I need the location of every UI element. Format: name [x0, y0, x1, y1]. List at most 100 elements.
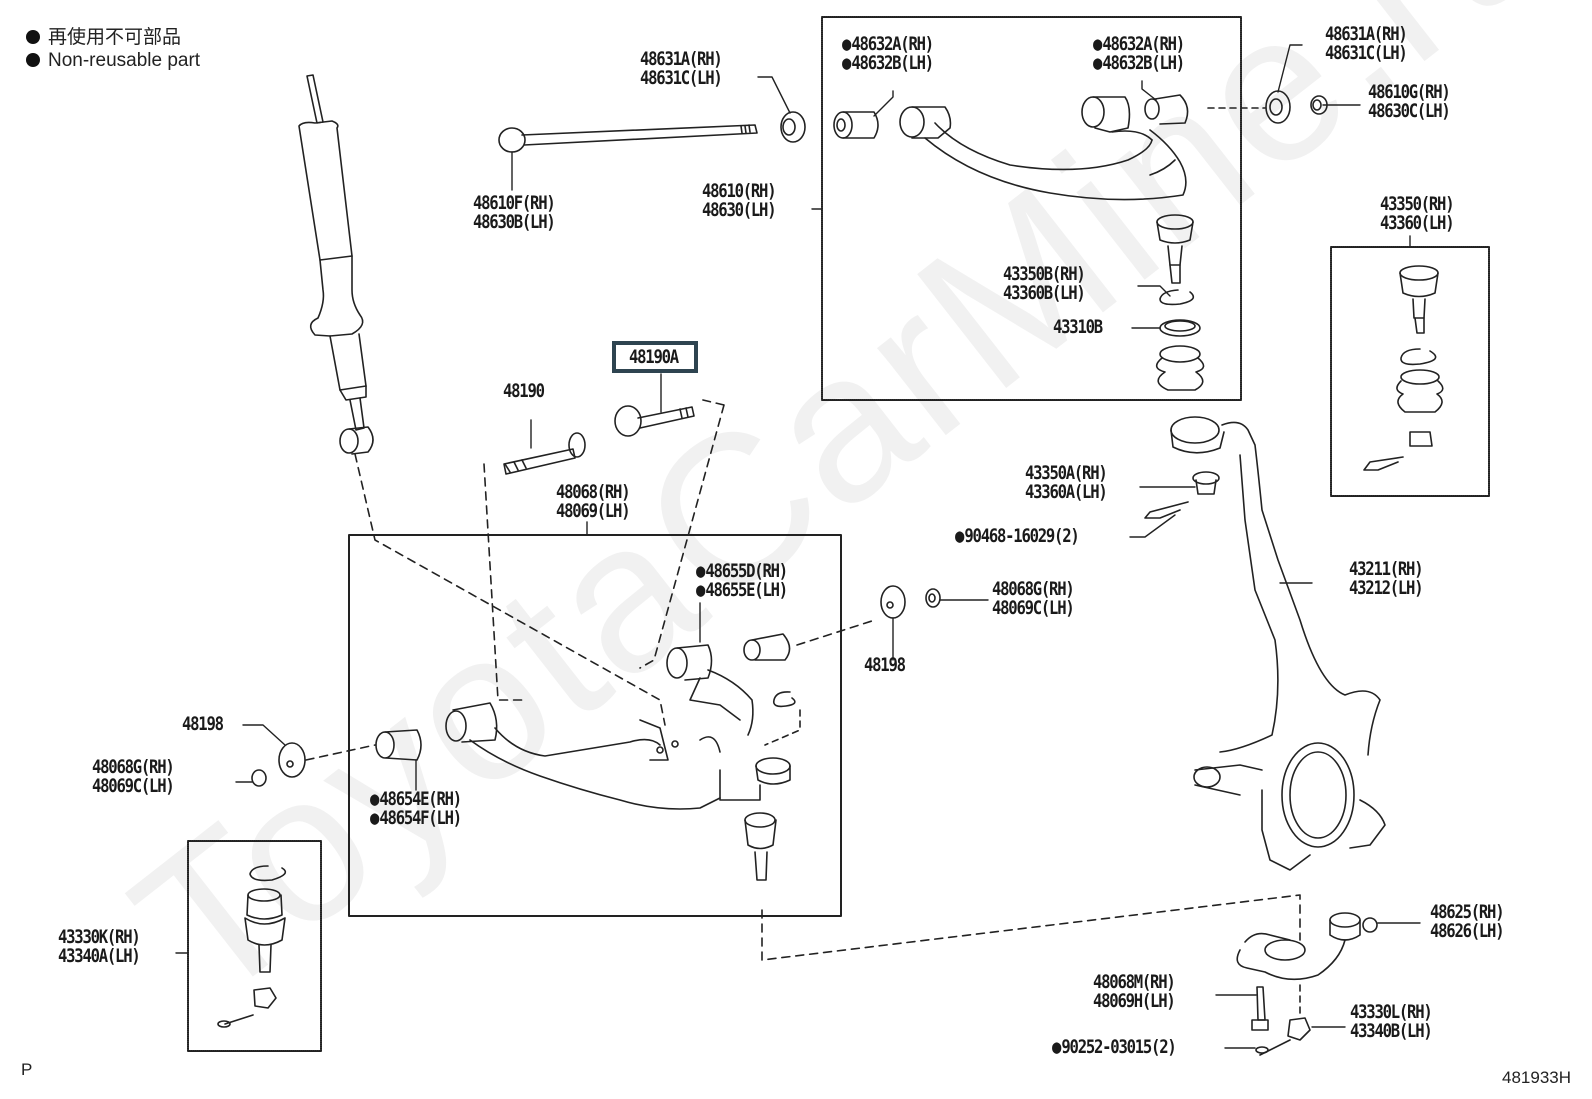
part-label-43350A[interactable]: 43350A(RH)43360A(LH)	[1025, 464, 1108, 503]
part-label-43211[interactable]: 43211(RH)43212(LH)	[1349, 560, 1424, 598]
bushing-48632-right[interactable]	[1144, 94, 1189, 125]
bolt-48190[interactable]	[503, 432, 586, 475]
part-label-43330L[interactable]: 43330L(RH)43340B(LH)	[1350, 1003, 1433, 1041]
part-number: 48610F(RH)	[473, 192, 556, 214]
part-number: 43330K(RH)	[58, 926, 141, 948]
dash-line	[354, 453, 666, 726]
part-label-48198-right[interactable]: 48198	[864, 654, 906, 676]
part-label-48610[interactable]: 48610(RH)48630(LH)	[702, 180, 777, 221]
part-label-48632-left[interactable]: 48632A(RH)48632B(LH)	[842, 35, 934, 73]
part-label-48610G[interactable]: 48610G(RH)48630C(LH)	[1368, 83, 1451, 122]
part-label-48068G-right[interactable]: 48068G(RH)48069C(LH)	[992, 580, 1075, 618]
part-number: 48631A(RH)	[1325, 23, 1408, 45]
part-label-48654[interactable]: 48654E(RH)48654F(LH)	[370, 790, 462, 828]
part-label-43350B[interactable]: 43350B(RH)43360B(LH)	[1003, 263, 1086, 304]
legend-item-en: Non-reusable part	[26, 49, 200, 72]
dash-line	[483, 463, 523, 701]
lower-ball-joint-kit[interactable]	[217, 865, 287, 1028]
dash-line	[761, 894, 1301, 961]
lower-control-arm[interactable]	[445, 644, 791, 810]
part-number: 48068(RH)	[556, 481, 631, 503]
part-number: 48632A(RH)	[842, 35, 934, 54]
nut-48068G-left[interactable]	[251, 769, 267, 787]
ring-43310B[interactable]	[1159, 319, 1201, 337]
part-number: 48630B(LH)	[473, 211, 556, 233]
legend: 再使用不可部品 Non-reusable part	[26, 26, 200, 72]
part-number: 48654F(LH)	[370, 809, 462, 828]
part-label-48190A[interactable]: 48190A	[629, 348, 679, 367]
part-label-43310B[interactable]: 43310B	[1053, 316, 1103, 338]
page-mark: P	[21, 1060, 33, 1079]
part-label-43330K[interactable]: 43330K(RH)43340A(LH)	[58, 926, 141, 967]
part-label-43350[interactable]: 43350(RH)43360(LH)	[1380, 195, 1455, 234]
part-number: 48632B(LH)	[1093, 54, 1185, 73]
part-number: 48610(RH)	[702, 180, 777, 202]
part-label-48190[interactable]: 48190	[503, 380, 545, 402]
dash-line	[764, 709, 801, 746]
part-label-48610F[interactable]: 48610F(RH)48630B(LH)	[473, 192, 556, 233]
ball-joint-kit[interactable]	[1363, 265, 1444, 471]
part-number: 48655E(LH)	[696, 581, 788, 600]
part-label-48068M[interactable]: 48068M(RH)48069H(LH)	[1093, 973, 1176, 1012]
part-number: 48069H(LH)	[1093, 990, 1176, 1012]
part-number: 43340A(LH)	[58, 945, 141, 967]
washer-48631-top[interactable]	[780, 111, 806, 143]
part-number: 43350B(RH)	[1003, 263, 1086, 285]
bolt-48610F[interactable]	[498, 124, 758, 153]
part-number: 48630C(LH)	[1368, 100, 1451, 122]
steering-knuckle[interactable]	[1170, 416, 1386, 871]
part-number: 48630(LH)	[702, 199, 777, 221]
upper-control-arm[interactable]	[899, 96, 1187, 201]
part-label-48655[interactable]: 48655D(RH)48655E(LH)	[696, 562, 788, 600]
part-number: 43360A(LH)	[1025, 481, 1108, 503]
part-number: 43360(LH)	[1380, 212, 1455, 234]
part-label-48068G-left[interactable]: 48068G(RH)48069C(LH)	[92, 758, 175, 796]
cam-48198-left[interactable]	[278, 742, 306, 778]
part-label-48631-top[interactable]: 48631A(RH)48631C(LH)	[640, 48, 723, 88]
snap-ring-43350B[interactable]	[1159, 289, 1195, 306]
dash-line	[796, 619, 876, 646]
bushing-48655[interactable]	[743, 633, 791, 661]
part-number: 48069(LH)	[556, 500, 631, 522]
washer-48631-right[interactable]	[1265, 90, 1291, 124]
part-label-90468[interactable]: 90468-16029(2)	[955, 527, 1079, 546]
part-number: 48198	[864, 654, 906, 676]
non-reusable-bullet-icon	[26, 30, 40, 44]
part-label-48631-right[interactable]: 48631A(RH)48631C(LH)	[1325, 23, 1408, 63]
ball-joint-lower[interactable]	[744, 812, 777, 881]
snap-ring-lower[interactable]	[772, 691, 796, 708]
part-number: 43310B	[1053, 316, 1103, 338]
part-label-90252[interactable]: 90252-03015(2)	[1052, 1038, 1176, 1057]
lower-arm-box	[348, 534, 842, 917]
bushing-48654[interactable]	[375, 729, 422, 761]
highlight-box	[612, 341, 698, 373]
cotter-pin-90468[interactable]	[1144, 501, 1189, 519]
nut-43330L[interactable]	[1287, 1017, 1311, 1041]
part-number: 48631A(RH)	[640, 48, 723, 70]
dash-line	[639, 399, 725, 669]
dash-line	[305, 744, 376, 761]
part-number: 48655D(RH)	[696, 562, 788, 581]
nut-43350A[interactable]	[1192, 471, 1220, 495]
part-label-48198-left[interactable]: 48198	[182, 715, 224, 734]
part-number: 48190	[503, 380, 545, 402]
part-label-48625[interactable]: 48625(RH)48626(LH)	[1430, 903, 1505, 941]
part-number: 48654E(RH)	[370, 790, 462, 809]
boot-upper[interactable]	[1155, 345, 1205, 391]
part-number: 43360B(LH)	[1003, 282, 1086, 304]
bushing-48632-left[interactable]	[833, 111, 879, 139]
knuckle-arm[interactable]	[1236, 912, 1378, 981]
shock-absorber[interactable]	[298, 74, 374, 455]
cotter-pin-90252[interactable]	[1255, 1039, 1291, 1056]
part-number: 48632B(LH)	[842, 54, 934, 73]
part-label-48632-right[interactable]: 48632A(RH)48632B(LH)	[1093, 35, 1185, 73]
bolt-48190A[interactable]	[614, 405, 695, 437]
part-number: 48632A(RH)	[1093, 35, 1185, 54]
part-label-48068[interactable]: 48068(RH)48069(LH)	[556, 481, 631, 522]
bolt-48068M[interactable]	[1251, 986, 1269, 1031]
ball-joint-upper[interactable]	[1156, 214, 1194, 284]
nut-48068G-right[interactable]	[925, 588, 941, 608]
cam-48198-right[interactable]	[880, 585, 906, 619]
